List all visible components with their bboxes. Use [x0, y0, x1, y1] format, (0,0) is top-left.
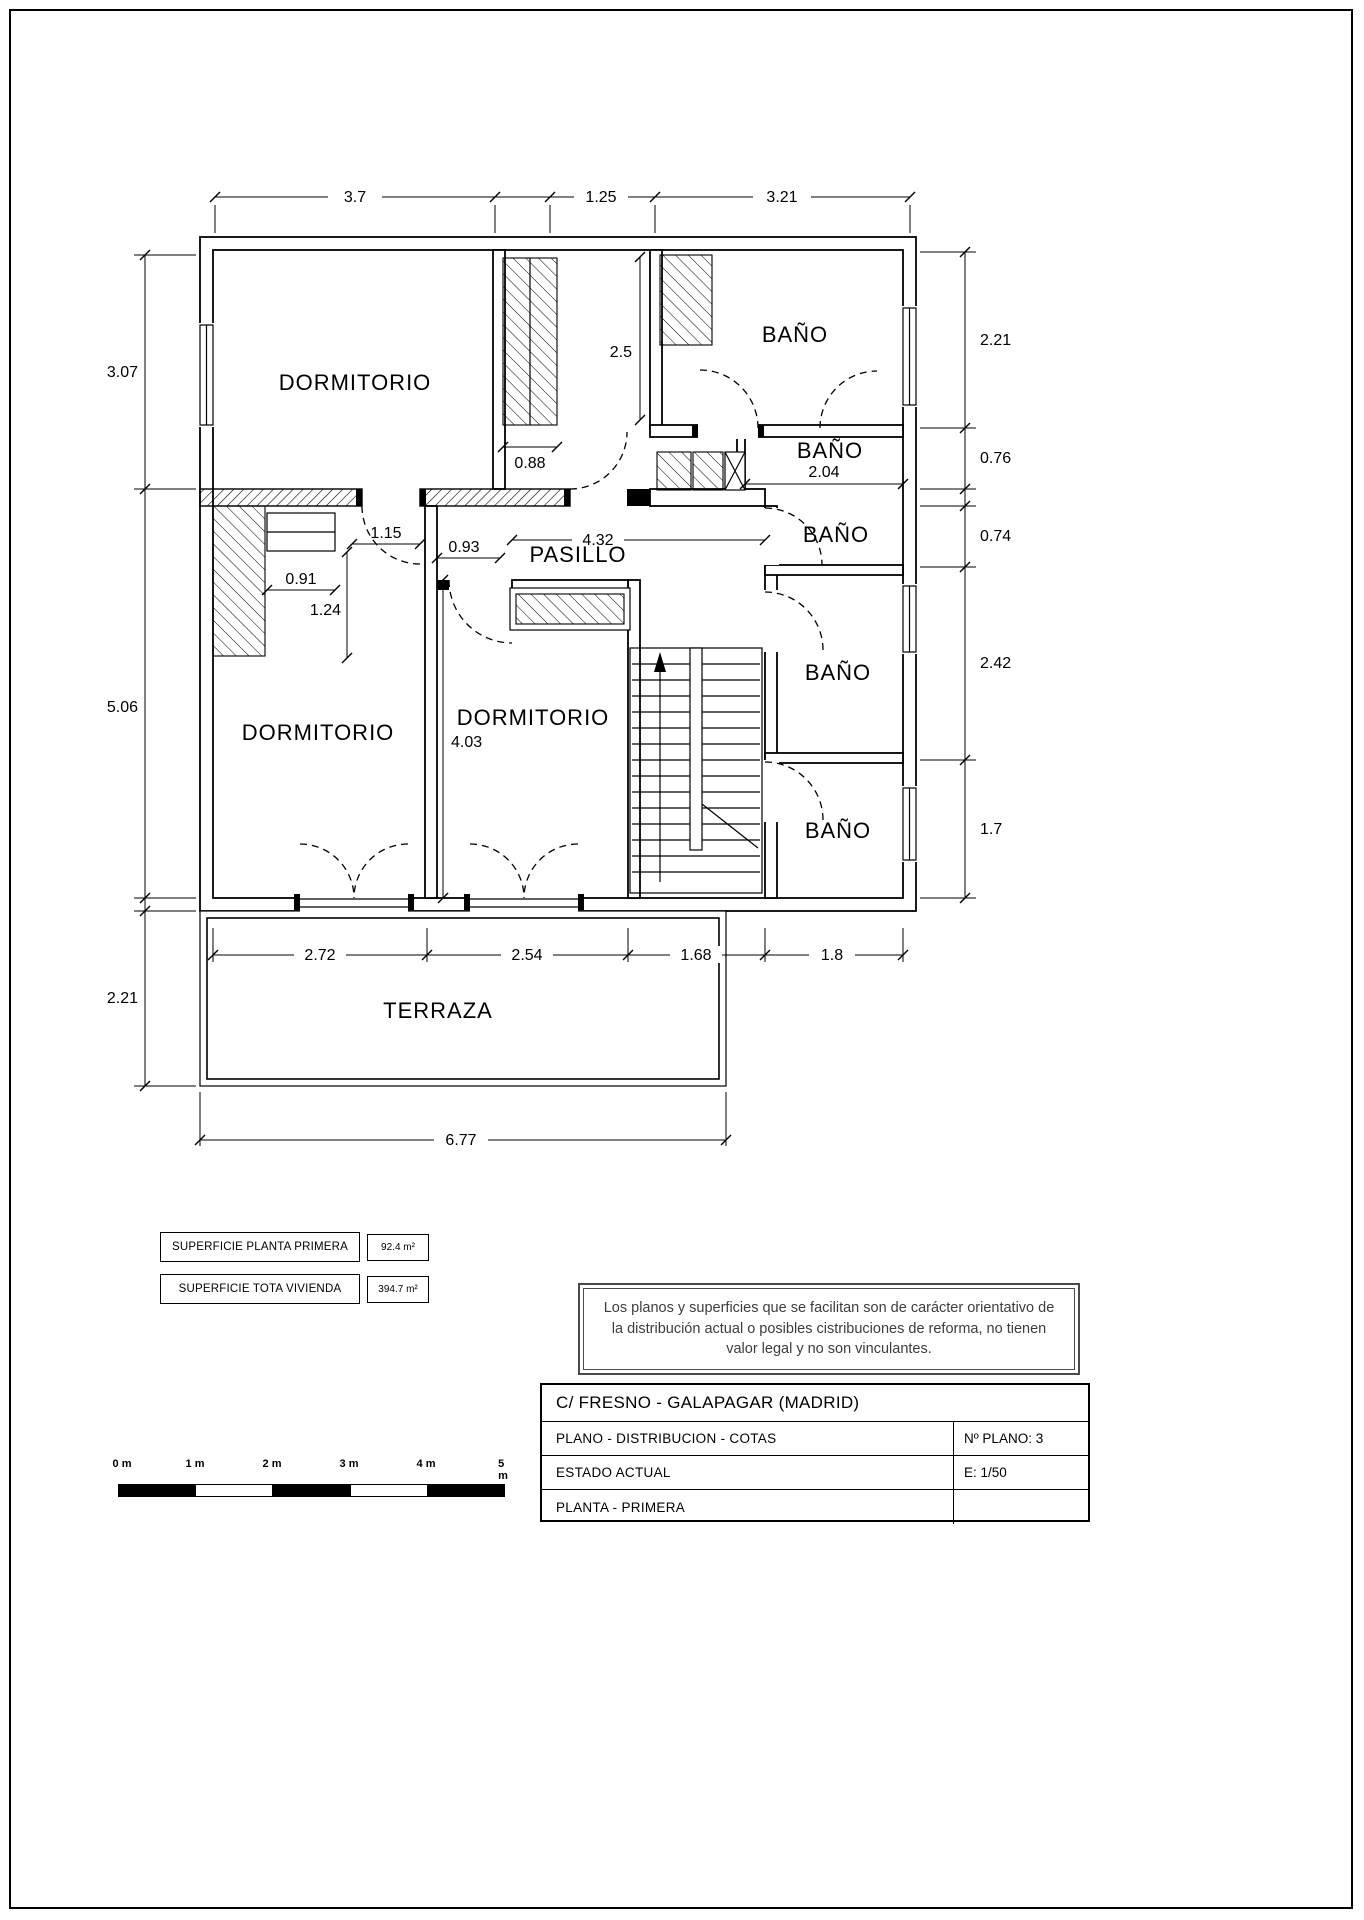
scale-label-5: 5 m: [498, 1458, 508, 1482]
plan-number: Nº PLANO: 3: [953, 1422, 1088, 1455]
title-block-row-1: PLANO - DISTRIBUCION - COTAS Nº PLANO: 3: [542, 1422, 1088, 1456]
dim-top-mid: 1.25: [585, 189, 616, 206]
title-block-row-3: PLANTA - PRIMERA: [542, 1490, 1088, 1524]
room-label-dormitorio-mid: DORMITORIO: [457, 705, 610, 730]
staircase: [629, 647, 763, 894]
dim-left-bottom: 2.21: [107, 990, 138, 1007]
window-symbols: [197, 306, 919, 862]
room-label-bano-4: BAÑO: [805, 660, 871, 685]
title-block-row-2: ESTADO ACTUAL E: 1/50: [542, 1456, 1088, 1490]
sheet-border: [9, 9, 1353, 1909]
scale-bar: 0 m 1 m 2 m 3 m 4 m 5 m: [113, 1458, 508, 1500]
summary-row-value-1: 92.4 m²: [367, 1234, 429, 1261]
room-label-pasillo: PASILLO: [529, 542, 626, 567]
scale-segment-2: [196, 1485, 274, 1496]
dim-left-top: 3.07: [107, 364, 138, 381]
scale-segment-3: [273, 1485, 351, 1496]
dim-hall-length: 4.32: [582, 532, 613, 549]
dim-bath2-width: 2.04: [808, 464, 839, 481]
disclaimer-line-1: Los planos y superficies que se facilita…: [603, 1300, 1055, 1317]
dim-room-height: 4.03: [451, 734, 482, 751]
dim-bottom-4: 1.8: [821, 947, 843, 964]
door-swing-arcs: [299, 369, 878, 899]
room-label-bano-3: BAÑO: [803, 522, 869, 547]
dimension-lines: [134, 191, 976, 1146]
dim-bottom-1: 2.72: [304, 947, 335, 964]
plan-floor: PLANTA - PRIMERA: [556, 1499, 686, 1515]
disclaimer-text: Los planos y superficies que se facilita…: [583, 1288, 1075, 1370]
stairs-up-arrow: [654, 652, 666, 672]
dim-right-5: 1.7: [980, 821, 1002, 838]
load-bearing-wall-hatched: [199, 488, 650, 507]
dim-shelf-width: 0.91: [285, 571, 316, 588]
dim-left-mid: 5.06: [107, 699, 138, 716]
summary-row-label-2: SUPERFICIE TOTA VIVIENDA: [160, 1274, 360, 1304]
plan-type: PLANO - DISTRIBUCION - COTAS: [556, 1431, 777, 1446]
terrace-outline: [199, 910, 727, 1087]
dimension-label-backgrounds: [294, 188, 855, 1148]
dim-right-4: 2.42: [980, 655, 1011, 672]
dim-bottom-2: 2.54: [511, 947, 542, 964]
scale-label-1: 1 m: [185, 1458, 205, 1470]
wardrobes-and-fixtures: [212, 254, 746, 657]
disclaimer-box: Los planos y superficies que se facilita…: [578, 1283, 1080, 1375]
dim-right-3: 0.74: [980, 528, 1011, 545]
dim-right-2: 0.76: [980, 450, 1011, 467]
room-label-dormitorio-left: DORMITORIO: [242, 720, 395, 745]
scale-label-3: 3 m: [339, 1458, 359, 1470]
disclaimer-line-2: la distribución actual o posibles cistri…: [611, 1320, 1047, 1337]
dimension-labels: 3.7 1.25 3.21 3.07 5.06 2.21 2.21 0.76 0…: [107, 189, 1011, 1149]
dim-bottom-3: 1.68: [680, 947, 711, 964]
dim-top-left: 3.7: [344, 189, 366, 206]
dim-door-2: 0.93: [448, 539, 479, 556]
interior-walls: [424, 249, 904, 899]
scale-label-4: 4 m: [416, 1458, 436, 1470]
scale-bar-segments: [118, 1484, 505, 1497]
scale-label-0: 0 m: [112, 1458, 132, 1470]
scale-segment-1: [119, 1485, 197, 1496]
dim-bath-width: 2.5: [610, 344, 632, 361]
room-label-bano-1: BAÑO: [762, 322, 828, 347]
summary-row-value-2: 394.7 m²: [367, 1276, 429, 1303]
room-label-bano-2: BAÑO: [797, 438, 863, 463]
room-label-bano-5: BAÑO: [805, 818, 871, 843]
dim-closet-width: 0.88: [514, 455, 545, 472]
room-label-terraza: TERRAZA: [383, 998, 493, 1023]
plan-scale: E: 1/50: [953, 1456, 1088, 1489]
dim-door-1: 1.15: [370, 525, 401, 542]
room-labels: DORMITORIO BAÑO BAÑO BAÑO BAÑO BAÑO PASI…: [242, 322, 871, 1023]
summary-row-label-1: SUPERFICIE PLANTA PRIMERA: [160, 1232, 360, 1262]
scale-segment-5: [427, 1485, 505, 1496]
scale-segment-4: [350, 1485, 428, 1496]
title-block-empty-cell: [953, 1490, 1088, 1524]
plan-state: ESTADO ACTUAL: [556, 1465, 671, 1480]
project-address: C/ FRESNO - GALAPAGAR (MADRID): [556, 1393, 860, 1412]
dim-right-1: 2.21: [980, 332, 1011, 349]
scale-label-2: 2 m: [262, 1458, 282, 1470]
dim-terrace-width: 6.77: [445, 1132, 476, 1149]
title-block: C/ FRESNO - GALAPAGAR (MADRID) PLANO - D…: [540, 1383, 1090, 1524]
title-block-address-row: C/ FRESNO - GALAPAGAR (MADRID): [542, 1385, 1088, 1422]
room-label-dormitorio-top: DORMITORIO: [279, 370, 432, 395]
disclaimer-line-3: valor legal y no son vinculantes.: [726, 1341, 932, 1358]
terrace-door-openings: [294, 893, 584, 913]
dim-closet-depth: 1.24: [310, 602, 341, 619]
dim-top-right: 3.21: [766, 189, 797, 206]
